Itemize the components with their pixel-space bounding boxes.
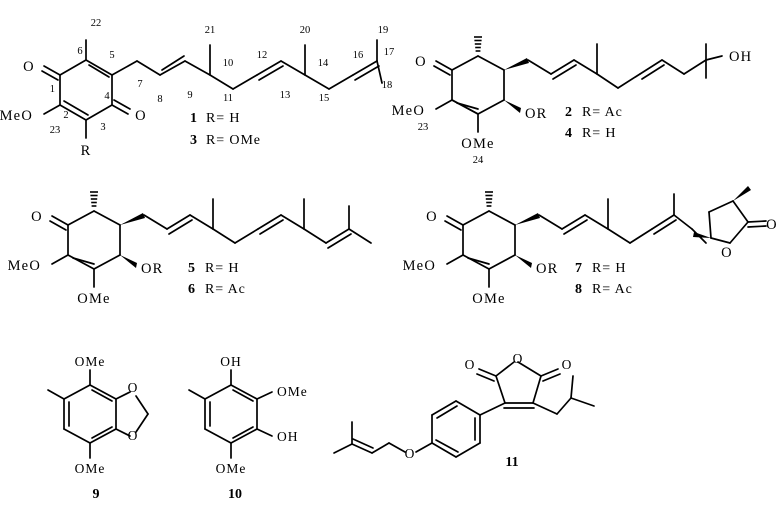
- compound-id-5: 5: [188, 261, 195, 276]
- atom-label-o-right: O: [135, 108, 147, 124]
- locant-8: 8: [157, 94, 162, 105]
- hash-wedge-methyl-78: [485, 191, 493, 207]
- atom-label-o-ketone-2: O: [415, 54, 427, 70]
- atom-label-meo-7: MeO: [403, 258, 436, 274]
- atom-label-o-ether-11: O: [405, 446, 416, 461]
- compound-id-7: 7: [575, 261, 582, 276]
- compound-id-1: 1: [190, 111, 197, 126]
- compound-text-4: R= H: [582, 126, 616, 141]
- compound-label-11: 11: [505, 455, 518, 470]
- compound-text-6: R= Ac: [205, 282, 246, 297]
- atom-label-meo-2: MeO: [392, 103, 425, 119]
- compound-text-7: R= H: [592, 261, 626, 276]
- atom-label-oh-top-10: OH: [220, 354, 242, 369]
- atom-label-meo-5: MeO: [8, 258, 41, 274]
- locant-16: 16: [353, 50, 364, 61]
- locant-1: 1: [50, 84, 55, 95]
- atom-label-o-lactone-ring: O: [721, 245, 733, 261]
- atom-label-ome-bottom-10: OMe: [216, 461, 247, 476]
- locant-23-s2: 23: [418, 122, 429, 133]
- atom-label-ome-upper-right-10: OMe: [277, 384, 308, 399]
- atom-label-or-7: OR: [536, 261, 559, 277]
- locant-9: 9: [187, 90, 192, 101]
- structure-2-4: O MeO OMe OR OH 23 24 2 R= Ac 4 R= H: [392, 36, 752, 166]
- structure-10: OH OMe OH OMe 10: [188, 354, 308, 502]
- compound-text-8: R= Ac: [592, 282, 633, 297]
- compound-text-1: R= H: [206, 111, 240, 126]
- compound-id-3: 3: [190, 133, 197, 148]
- atom-label-oh-2: OH: [729, 49, 752, 65]
- compound-label-9: 9: [93, 487, 100, 502]
- atom-label-o-left-11: O: [465, 357, 476, 372]
- atom-label-o-top-9: O: [128, 380, 139, 395]
- atom-label-o-right-11: O: [562, 357, 573, 372]
- atom-label-o-bottom-9: O: [128, 428, 139, 443]
- locant-5: 5: [109, 50, 114, 61]
- locant-23: 23: [50, 125, 61, 136]
- wedge-lactone: [693, 232, 711, 238]
- atom-label-o-top: O: [23, 59, 35, 75]
- wedge-or: [504, 100, 521, 113]
- locant-6: 6: [77, 46, 82, 57]
- hash-wedge-methyl-56: [90, 191, 98, 207]
- structure-5-6: O MeO OMe OR 5 R= H 6 R= Ac: [8, 191, 372, 307]
- structure-1-3: O O MeO R 1 2 3 4 5 6 23 7 8 9 10 11 12 …: [0, 18, 394, 159]
- locant-17: 17: [384, 47, 395, 58]
- wedge-chain-56: [120, 213, 145, 225]
- structure-7-8: O MeO OMe OR O O 7 R= H 8 R= Ac: [403, 186, 778, 307]
- atom-label-oh-lower-right-10: OH: [277, 429, 299, 444]
- locant-10: 10: [223, 58, 234, 69]
- locant-22: 22: [91, 18, 102, 29]
- locant-13: 13: [280, 90, 291, 101]
- compound-text-2: R= Ac: [582, 105, 623, 120]
- locant-4: 4: [104, 91, 110, 102]
- locant-15: 15: [319, 93, 330, 104]
- atom-label-ome-2: OMe: [461, 136, 494, 152]
- locant-20: 20: [300, 25, 311, 36]
- atom-label-ome-top-9: OMe: [75, 354, 106, 369]
- atom-label-or-2: OR: [525, 106, 548, 122]
- atom-label-o-ring-11: O: [513, 351, 524, 366]
- locant-19: 19: [378, 25, 389, 36]
- compound-id-6: 6: [188, 282, 195, 297]
- compound-id-2: 2: [565, 105, 572, 120]
- compound-label-10: 10: [228, 487, 242, 502]
- atom-label-o-lactone-carbonyl: O: [766, 217, 778, 233]
- compound-text-5: R= H: [205, 261, 239, 276]
- wedge-or-78: [515, 255, 532, 268]
- atom-label-ome-bottom-9: OMe: [75, 461, 106, 476]
- locant-3: 3: [100, 122, 105, 133]
- atom-label-or-5: OR: [141, 261, 164, 277]
- structure-9: OMe OMe O O 9: [47, 354, 149, 502]
- locant-7: 7: [137, 79, 142, 90]
- atom-label-o-ketone-7: O: [426, 209, 438, 225]
- locant-14: 14: [318, 58, 329, 69]
- compound-text-3: R= OMe: [206, 133, 261, 148]
- compound-id-4: 4: [565, 126, 572, 141]
- atom-label-ome-5: OMe: [77, 291, 110, 307]
- locant-21: 21: [205, 25, 216, 36]
- locant-24-s2: 24: [473, 155, 484, 166]
- atom-label-ome-7: OMe: [472, 291, 505, 307]
- compound-id-8: 8: [575, 282, 582, 297]
- atom-label-meo: MeO: [0, 108, 33, 124]
- wedge-chain-78: [515, 213, 540, 225]
- hash-wedge-methyl: [474, 36, 482, 52]
- locant-2: 2: [63, 110, 68, 121]
- wedge-or-56: [120, 255, 137, 268]
- atom-label-o-ketone-5: O: [31, 209, 43, 225]
- locant-11: 11: [223, 93, 233, 104]
- atom-label-r: R: [81, 143, 92, 159]
- locant-12: 12: [257, 50, 268, 61]
- structure-11: O O O O 11: [333, 351, 595, 470]
- wedge-lactone-methyl: [733, 186, 751, 201]
- wedge-chain: [504, 58, 529, 70]
- locant-18: 18: [382, 80, 393, 91]
